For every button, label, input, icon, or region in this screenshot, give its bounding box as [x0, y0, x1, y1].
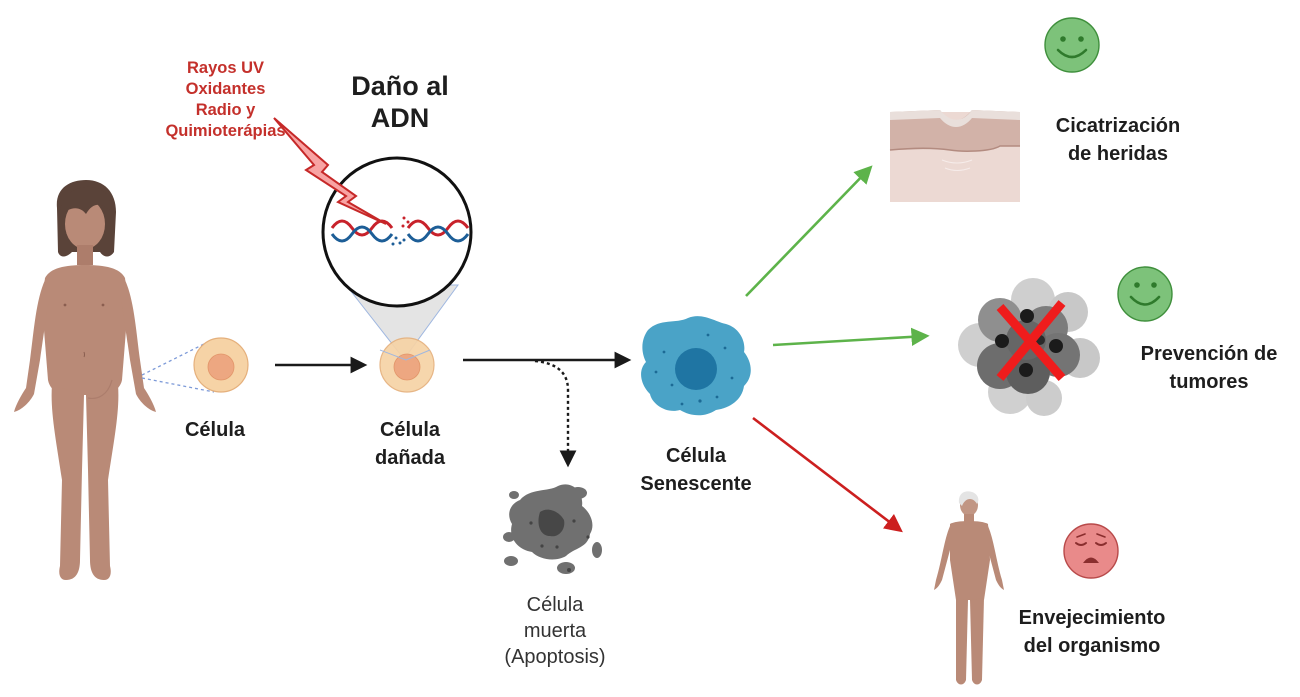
happy-face-icon [1117, 266, 1173, 322]
dna-damage-title-line-2: ADN [370, 103, 430, 134]
damage-source-oxidants: Oxidantes [185, 79, 266, 98]
human-body-young-icon [14, 180, 156, 580]
arrow-to-aging [752, 416, 903, 533]
cell-label: Célula [160, 416, 270, 444]
dna-damage-title: Daño al ADN [330, 70, 470, 135]
dead-cell-label-line-2: muerta [523, 620, 587, 642]
cell-label-line-1: Célula [184, 419, 246, 441]
senescent-cell-icon [641, 316, 751, 416]
dna-damage-title-line-1: Daño al [351, 71, 449, 101]
apoptotic-cell-icon [503, 484, 602, 574]
happy-face-icon [1044, 17, 1100, 73]
outcome-wound-healing-label: Cicatrización de heridas [1038, 112, 1198, 168]
skin-tissue-icon [889, 110, 1020, 202]
senescent-cell-label-line-2: Senescente [640, 473, 752, 495]
aging-label-line-2: del organismo [1023, 635, 1161, 657]
outcome-tumor-prevention-label: Prevención de tumores [1124, 340, 1294, 396]
senescent-cell-label-line-1: Célula [665, 445, 727, 467]
arrow-damaged-to-dead [534, 359, 577, 468]
damaged-cell-icon [379, 337, 435, 393]
senescent-cell-label: Célula Senescente [636, 442, 756, 498]
wound-healing-label-line-2: de heridas [1067, 143, 1169, 165]
dead-cell-label-line-3: (Apoptosis) [504, 646, 606, 668]
tumor-crossed-out-icon [958, 278, 1100, 416]
damage-source-uv: Rayos UV [186, 59, 265, 77]
healthy-cell-icon [193, 337, 249, 393]
damaged-cell-label-line-2: dañada [374, 447, 446, 469]
damage-source-chemo: Quimioterápias [165, 121, 286, 140]
dna-lens-icon [321, 156, 473, 308]
human-body-elderly-icon [934, 491, 1004, 685]
tumor-prevention-label-line-1: Prevención de [1140, 343, 1278, 365]
damage-source-radio: Radio y [195, 100, 256, 119]
outcome-aging-label: Envejecimiento del organismo [1012, 604, 1172, 660]
aging-label-line-1: Envejecimiento [1018, 607, 1166, 629]
arrow-to-tumor-prevention [772, 327, 930, 347]
arrow-to-wound-healing [745, 165, 873, 297]
damaged-cell-label-line-1: Célula [379, 419, 441, 441]
lightning-bolt-icon [273, 117, 387, 225]
dead-cell-label: Célula muerta (Apoptosis) [490, 592, 620, 670]
wound-healing-label-line-1: Cicatrización [1055, 115, 1181, 137]
damage-sources-label: Rayos UV Oxidantes Radio y Quimioterápia… [138, 58, 313, 142]
broken-dna-icon [330, 216, 470, 246]
dead-cell-label-line-1: Célula [526, 594, 584, 616]
sad-face-icon [1063, 523, 1119, 579]
damaged-cell-label: Célula dañada [360, 416, 460, 472]
zoom-line-lower [141, 377, 215, 393]
tumor-prevention-label-line-2: tumores [1169, 371, 1249, 393]
